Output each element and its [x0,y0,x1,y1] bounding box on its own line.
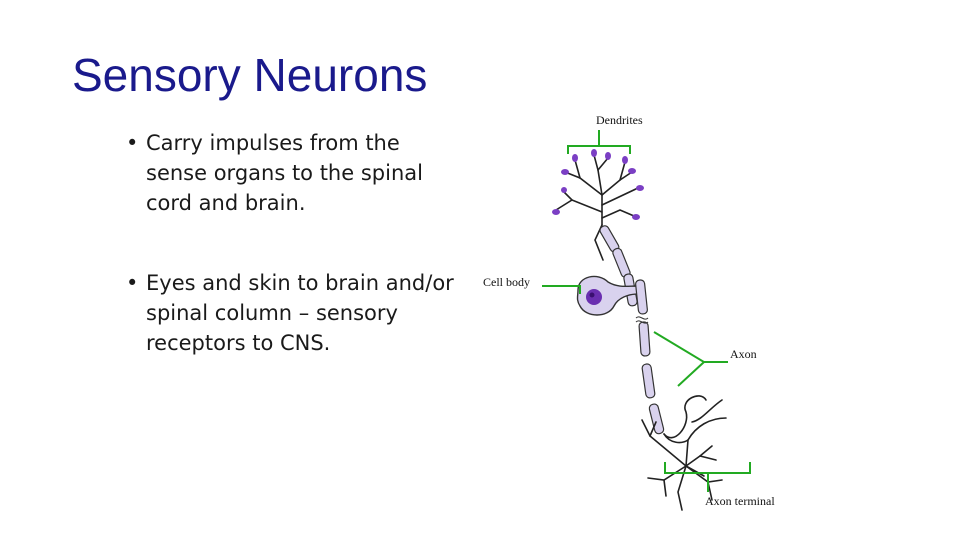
upper-myelin [599,225,638,307]
label-cell-body: Cell body [483,275,530,289]
neuron-diagram: Dendrites [483,113,775,511]
slide-title: Sensory Neurons [72,49,428,101]
bullet-dot-icon: • [126,131,139,155]
axon-terminal-tree [641,395,727,511]
label-axon: Axon [730,347,757,361]
dendrites-bracket [567,130,631,154]
axon-terminal-bracket [664,462,751,492]
axon-myelin [635,279,665,435]
cell-body-bracket [542,285,581,294]
bullet-text: Eyes and skin to brain and/or spinal col… [146,271,454,355]
bullet-item: • Eyes and skin to brain and/or spinal c… [126,268,466,358]
axon-bracket [653,331,728,387]
bullet-text: Carry impulses from the sense organs to … [146,131,423,215]
nucleus [586,289,602,305]
label-axon-terminal: Axon terminal [705,494,775,508]
label-dendrites: Dendrites [596,113,643,127]
bullet-list: • Carry impulses from the sense organs t… [126,128,466,358]
axon-break-mark [635,316,649,324]
bullet-dot-icon: • [126,271,139,295]
bullet-item: • Carry impulses from the sense organs t… [126,128,466,218]
dendrite-tips [552,149,644,220]
